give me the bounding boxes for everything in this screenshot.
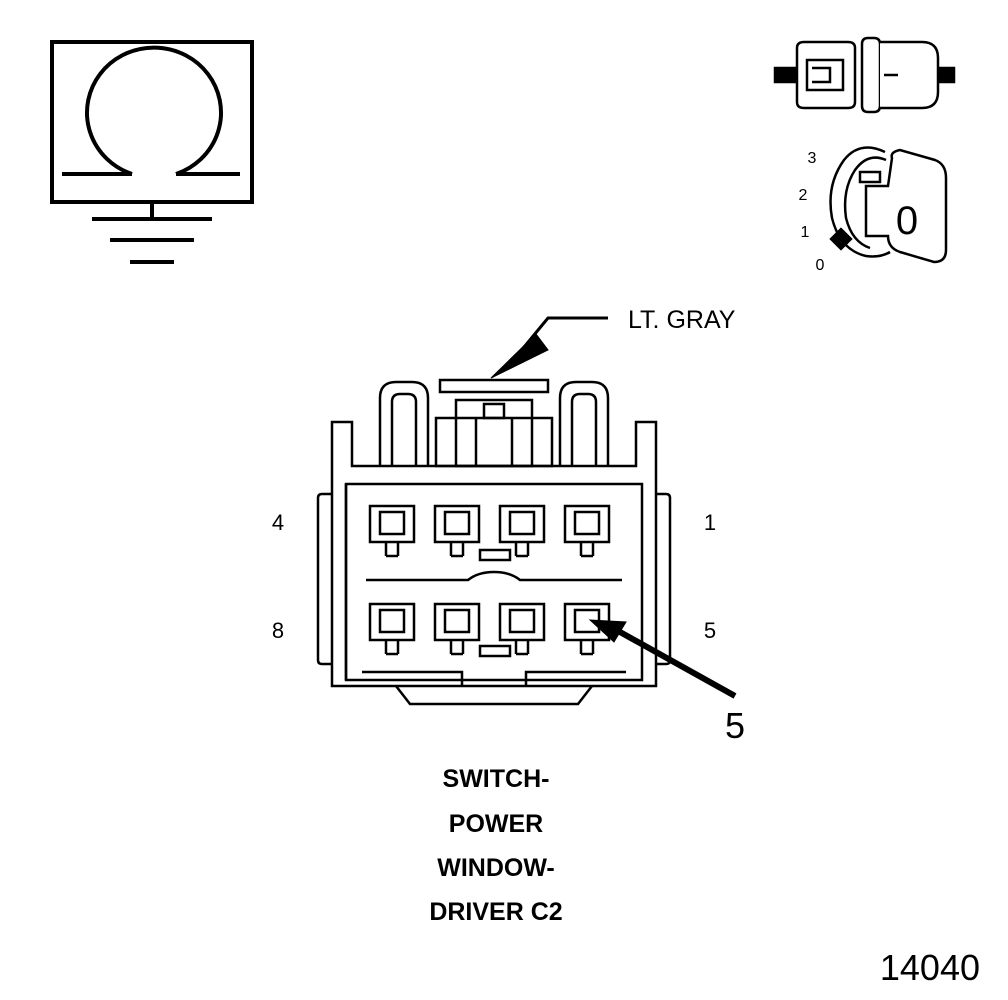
terminal-cavity-1: [563, 504, 611, 558]
pin-label-bottom-right: 5: [704, 618, 716, 643]
pin-label-top-left: 4: [272, 510, 284, 535]
connector-title-line-1: SWITCH-: [443, 765, 550, 793]
terminal-cavity-6: [498, 602, 546, 656]
ignition-position-2: 2: [799, 187, 808, 204]
disconnected-connector-icon: [773, 36, 956, 114]
terminal-cavity-3: [433, 504, 481, 558]
connector-title-line-4: DRIVER C2: [429, 898, 562, 926]
ignition-position-0: 0: [816, 257, 825, 274]
ignition-key-label: 0: [896, 199, 918, 243]
connector-body: [316, 378, 672, 706]
pin-label-top-right: 1: [704, 510, 716, 535]
connector-title-line-2: POWER: [449, 810, 543, 838]
color-label-leader: [490, 316, 608, 379]
ohmmeter-icon: [50, 40, 254, 264]
ohm-symbol: [85, 45, 223, 176]
pin-label-bottom-left: 8: [272, 618, 284, 643]
connector-color-label: LT. GRAY: [628, 306, 736, 334]
ignition-key-icon: [829, 146, 948, 264]
terminal-cavity-7: [433, 602, 481, 656]
ignition-position-1: 1: [801, 224, 810, 241]
figure-number: 14040: [880, 947, 980, 988]
ground-icon: [92, 202, 212, 264]
terminal-cavity-8: [368, 602, 416, 656]
terminal-cavity-4: [368, 504, 416, 558]
connector-title-line-3: WINDOW-: [437, 854, 555, 882]
pin-callout-arrow: [588, 619, 737, 699]
pin-callout-label: 5: [725, 705, 745, 746]
terminal-cavity-2: [498, 504, 546, 558]
terminal-cavities: [368, 504, 611, 656]
ignition-position-3: 3: [808, 150, 817, 167]
